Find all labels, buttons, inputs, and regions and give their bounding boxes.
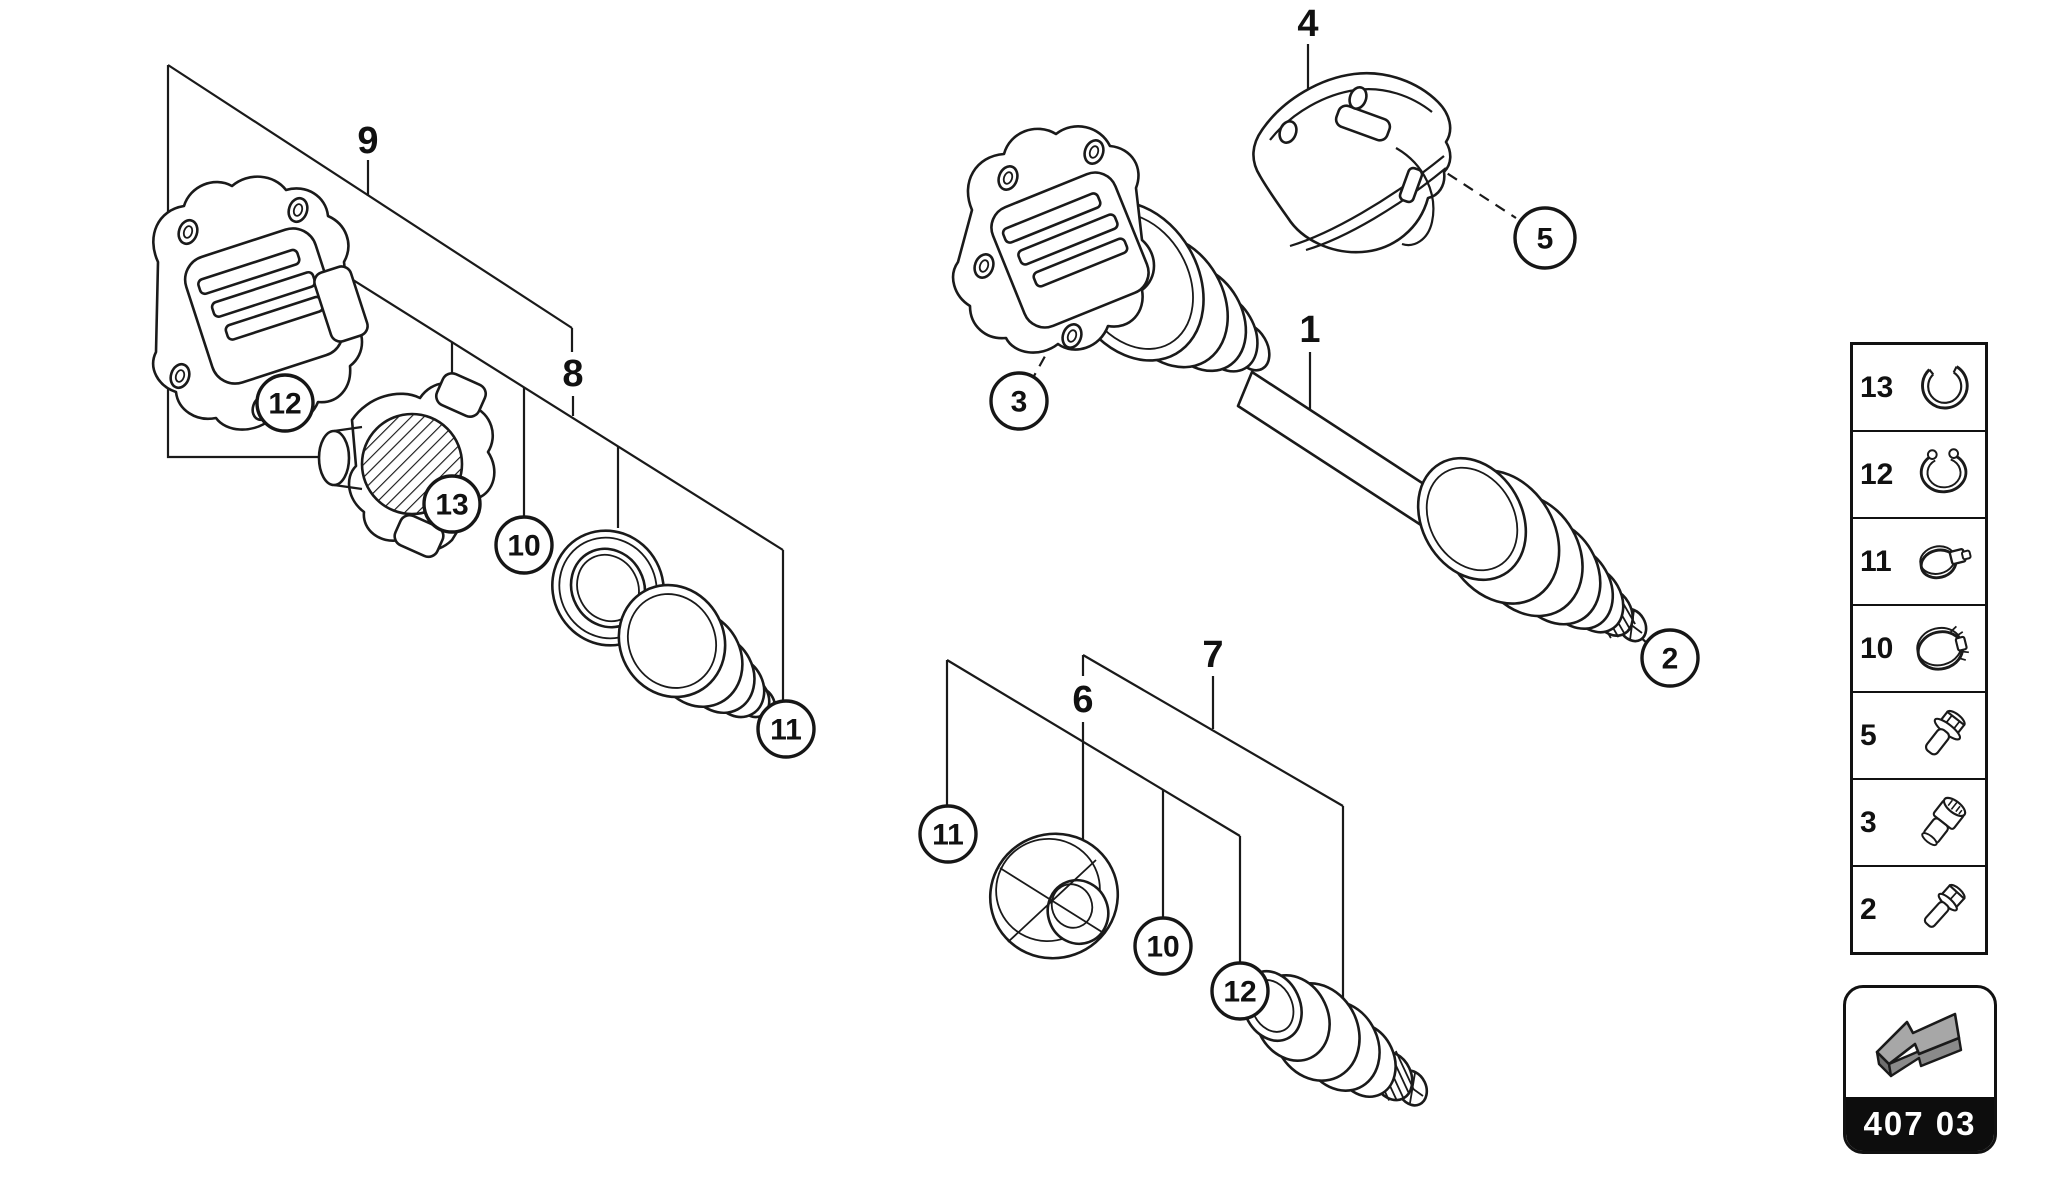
callout-11-left[interactable]: 11 <box>756 699 816 759</box>
inner-boot-part <box>617 583 777 720</box>
snap-ring-icon <box>1921 364 1969 409</box>
legend-number: 2 <box>1860 892 1877 926</box>
part-number-labels: 9 8 1 4 6 7 <box>357 3 1320 721</box>
back-nav-box[interactable]: 407 03 <box>1843 985 1997 1154</box>
right-flange-bolt-holes <box>973 139 1105 349</box>
tripod-joint-part <box>317 372 496 559</box>
heat-shield-part <box>1252 71 1452 254</box>
callout-12-bottom[interactable]: 12 <box>1210 961 1270 1021</box>
legend-row-11[interactable]: 11 <box>1853 519 1985 606</box>
svg-text:13: 13 <box>435 489 468 522</box>
legend-row-10[interactable]: 10 <box>1853 606 1985 693</box>
spline-bushing-icon <box>1921 796 1967 846</box>
legend-number: 5 <box>1860 718 1877 752</box>
callout-2[interactable]: 2 <box>1640 628 1700 688</box>
svg-text:12: 12 <box>268 388 301 421</box>
flange-bolt-icon <box>1924 709 1966 755</box>
legend-number: 13 <box>1860 370 1894 404</box>
label-4: 4 <box>1297 3 1318 45</box>
large-clamp-icon <box>1916 625 1969 671</box>
legend-number: 12 <box>1860 457 1894 491</box>
callout-10-left[interactable]: 10 <box>494 515 554 575</box>
group-code: 407 03 <box>1863 1105 1977 1142</box>
legend-number: 11 <box>1860 544 1892 578</box>
svg-text:10: 10 <box>1146 931 1179 964</box>
svg-text:5: 5 <box>1537 223 1554 256</box>
left-flange-part <box>151 175 369 431</box>
hex-bolt-icon <box>1923 883 1966 928</box>
legend-row-2[interactable]: 2 <box>1853 867 1985 952</box>
legend-number: 10 <box>1860 631 1894 665</box>
svg-text:11: 11 <box>770 714 802 747</box>
callout-10-bottom[interactable]: 10 <box>1133 916 1193 976</box>
parts-legend-table: 13 12 11 10 <box>1850 342 1988 955</box>
label-8: 8 <box>562 353 583 395</box>
right-flange-part <box>951 125 1156 354</box>
small-boot-part <box>988 832 1120 960</box>
label-6: 6 <box>1072 679 1093 721</box>
svg-text:12: 12 <box>1223 976 1256 1009</box>
callout-11-bottom[interactable]: 11 <box>918 804 978 864</box>
label-7: 7 <box>1202 634 1223 676</box>
label-9: 9 <box>357 120 378 162</box>
circled-callouts: 12 13 10 11 3 5 2 11 <box>255 206 1700 1021</box>
back-arrow-area <box>1846 988 1994 1097</box>
callout-5[interactable]: 5 <box>1513 206 1577 270</box>
legend-number: 3 <box>1860 805 1877 839</box>
circlip-icon <box>1919 447 1968 493</box>
legend-row-5[interactable]: 5 <box>1853 693 1985 780</box>
small-clamp-icon <box>1919 544 1972 579</box>
svg-text:2: 2 <box>1662 643 1679 676</box>
back-arrow-icon <box>1875 1012 1963 1077</box>
svg-text:11: 11 <box>932 819 964 852</box>
svg-text:3: 3 <box>1011 386 1028 419</box>
callout-12-left[interactable]: 12 <box>255 373 315 433</box>
label-1: 1 <box>1299 309 1320 351</box>
legend-row-3[interactable]: 3 <box>1853 780 1985 867</box>
legend-row-13[interactable]: 13 <box>1853 345 1985 432</box>
legend-row-12[interactable]: 12 <box>1853 432 1985 519</box>
callout-3[interactable]: 3 <box>989 371 1049 431</box>
group-code-band: 407 03 <box>1846 1097 1994 1151</box>
callout-13-left[interactable]: 13 <box>422 474 482 534</box>
svg-text:10: 10 <box>507 530 540 563</box>
outer-cv-joint-part <box>1416 456 1648 643</box>
